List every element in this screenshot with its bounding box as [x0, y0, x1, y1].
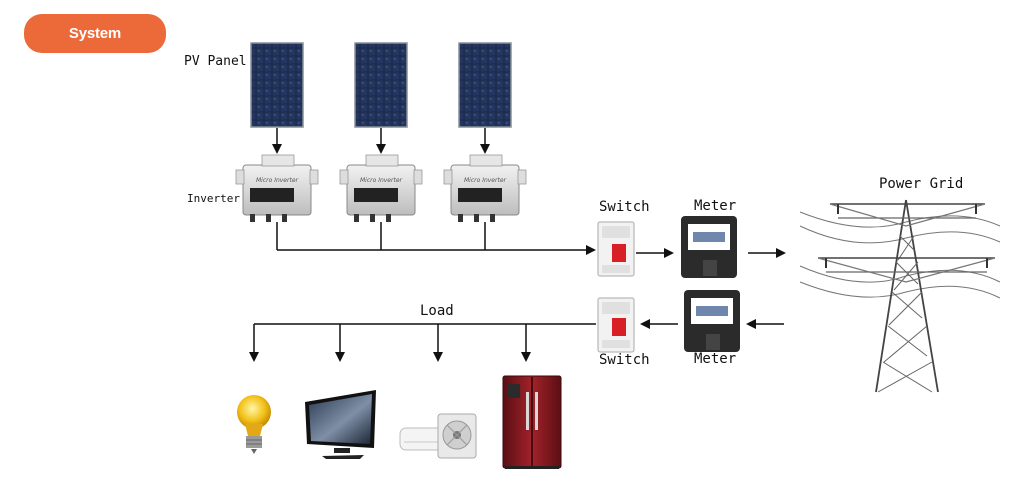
meter-bottom: [684, 290, 740, 352]
pv-panel-1: [250, 42, 304, 128]
pv-panel-3: [458, 42, 512, 128]
micro-inverter-2: Micro Inverter: [339, 154, 423, 222]
inverter-brand-text: Micro Inverter: [360, 177, 403, 184]
system-composition-badge: System composition: [24, 14, 166, 81]
load-label: Load: [420, 303, 454, 319]
meter-top-label: Meter: [694, 198, 737, 214]
air-conditioner-icon: [399, 413, 477, 459]
meter-bottom-label: Meter: [694, 351, 737, 367]
inverter-brand-text: Micro Inverter: [256, 177, 299, 184]
switch-bottom-label: Switch: [599, 352, 650, 368]
pv-panel-2: [354, 42, 408, 128]
inverter-label: Inverter: [187, 192, 240, 205]
pv-panel-label: PV Panel: [184, 54, 247, 69]
switch-bottom: [597, 297, 635, 353]
switch-top-label: Switch: [599, 199, 650, 215]
micro-inverter-1: Micro Inverter: [235, 154, 319, 222]
micro-inverter-3: Micro Inverter: [443, 154, 527, 222]
light-bulb-icon: [237, 395, 271, 454]
load-bus-line: [249, 323, 596, 362]
panel-to-inverter-arrows: [272, 128, 490, 154]
power-grid-tower-icon: [799, 199, 1001, 393]
power-grid-label: Power Grid: [879, 176, 964, 192]
television-icon: [305, 390, 376, 459]
switch-top: [597, 221, 635, 277]
inverter-bus-line: [276, 222, 596, 255]
refrigerator-icon: [502, 375, 562, 469]
meter-top: [681, 216, 737, 278]
inverter-brand-text: Micro Inverter: [464, 177, 507, 184]
